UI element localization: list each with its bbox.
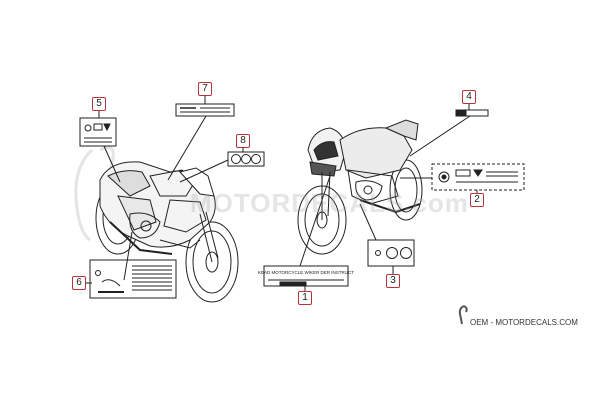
callout-1: 1 bbox=[298, 291, 312, 305]
front-wheel bbox=[185, 221, 239, 303]
decal-1-instruction-label bbox=[263, 265, 349, 287]
decal-7-strip-label bbox=[175, 103, 235, 117]
left-motorcycle bbox=[95, 161, 239, 303]
callout-7: 7 bbox=[198, 82, 212, 96]
decal-2-side-label bbox=[431, 163, 525, 191]
decal-8-circles-label bbox=[227, 151, 265, 167]
callout-3: 3 bbox=[386, 274, 400, 288]
callout-4: 4 bbox=[462, 90, 476, 104]
callout-6: 6 bbox=[72, 276, 86, 290]
watermark-logo-silhouette bbox=[74, 146, 115, 242]
callout-2: 2 bbox=[470, 193, 484, 207]
callout-5: 5 bbox=[92, 97, 106, 111]
leader-lines bbox=[103, 115, 471, 281]
decal-3-circles-label bbox=[367, 239, 415, 267]
right-motorcycle bbox=[297, 119, 423, 255]
callout-lines bbox=[85, 96, 478, 291]
brand-text: OEM - MOTORDECALS.COM bbox=[470, 318, 578, 327]
decal-6-info-plate bbox=[89, 259, 177, 299]
decal-1-text: KEAD MOTORCYCLE WIKER DER INSTRUCT bbox=[258, 270, 354, 275]
brand-logo-icon bbox=[458, 305, 468, 325]
watermark-text: MOTORDECALS.com bbox=[190, 188, 469, 218]
callout-8: 8 bbox=[236, 134, 250, 148]
decal-4-bar-label bbox=[455, 109, 489, 117]
decal-5-warning-label bbox=[79, 117, 117, 147]
